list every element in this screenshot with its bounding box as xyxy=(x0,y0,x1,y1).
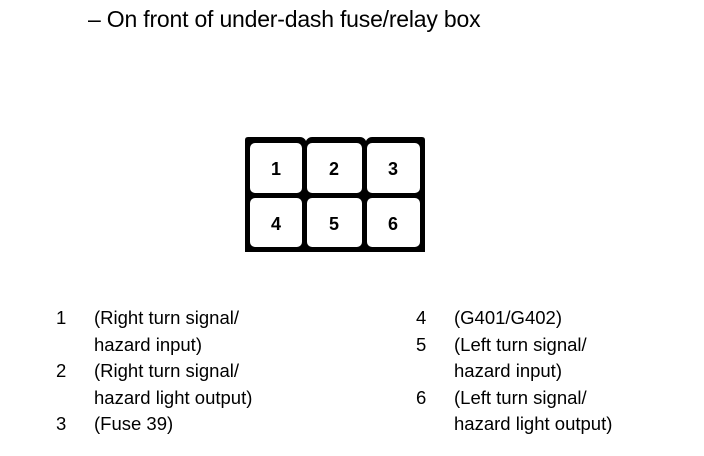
pin-label-4: 4 xyxy=(271,214,281,234)
legend-description: (Right turn signal/ hazard input) xyxy=(94,307,239,355)
pin-cell-2 xyxy=(307,143,362,193)
pin-label-3: 3 xyxy=(388,159,398,179)
legend-number: 2 xyxy=(56,360,67,381)
legend-item-3: 3 (Fuse 39) xyxy=(56,411,252,438)
legend-number: 3 xyxy=(56,413,67,434)
pin-cell-6 xyxy=(367,198,420,247)
legend-item-6: 6 (Left turn signal/ hazard light output… xyxy=(416,385,612,438)
legend-number: 5 xyxy=(416,333,427,355)
legend-description: (G401/G402) xyxy=(454,307,562,328)
pin-label-1: 1 xyxy=(271,159,281,179)
legend-item-4: 4 (G401/G402) xyxy=(416,305,612,332)
pin-label-5: 5 xyxy=(329,214,339,234)
legend-number: 1 xyxy=(56,307,67,328)
legend-item-5: 5 (Left turn signal/ hazard input) xyxy=(416,332,612,385)
pin-label-2: 2 xyxy=(329,159,339,179)
legend-item-1: 1 (Right turn signal/ hazard input) xyxy=(56,305,252,358)
legend-description: (Fuse 39) xyxy=(94,413,174,434)
diagram-caption: – On front of under-dash fuse/relay box xyxy=(88,6,481,32)
legend-description: (Left turn signal/ hazard input) xyxy=(454,333,587,382)
pin-legend-right: 4 (G401/G402) 5 (Left turn signal/ hazar… xyxy=(416,305,612,438)
pin-cell-3 xyxy=(367,143,420,193)
pin-cell-5 xyxy=(307,198,362,247)
six-pin-connector: 1 2 3 4 5 6 xyxy=(245,137,425,252)
pin-cell-1 xyxy=(250,143,302,193)
pin-cell-4 xyxy=(250,198,302,247)
legend-number: 6 xyxy=(416,386,427,408)
pin-legend-left: 1 (Right turn signal/ hazard input) 2 (R… xyxy=(56,305,252,438)
legend-description: (Left turn signal/ hazard light output) xyxy=(454,386,613,435)
pin-label-6: 6 xyxy=(388,214,398,234)
legend-description: (Right turn signal/ hazard light output) xyxy=(94,360,253,408)
legend-number: 4 xyxy=(416,307,427,328)
legend-item-2: 2 (Right turn signal/ hazard light outpu… xyxy=(56,358,252,411)
